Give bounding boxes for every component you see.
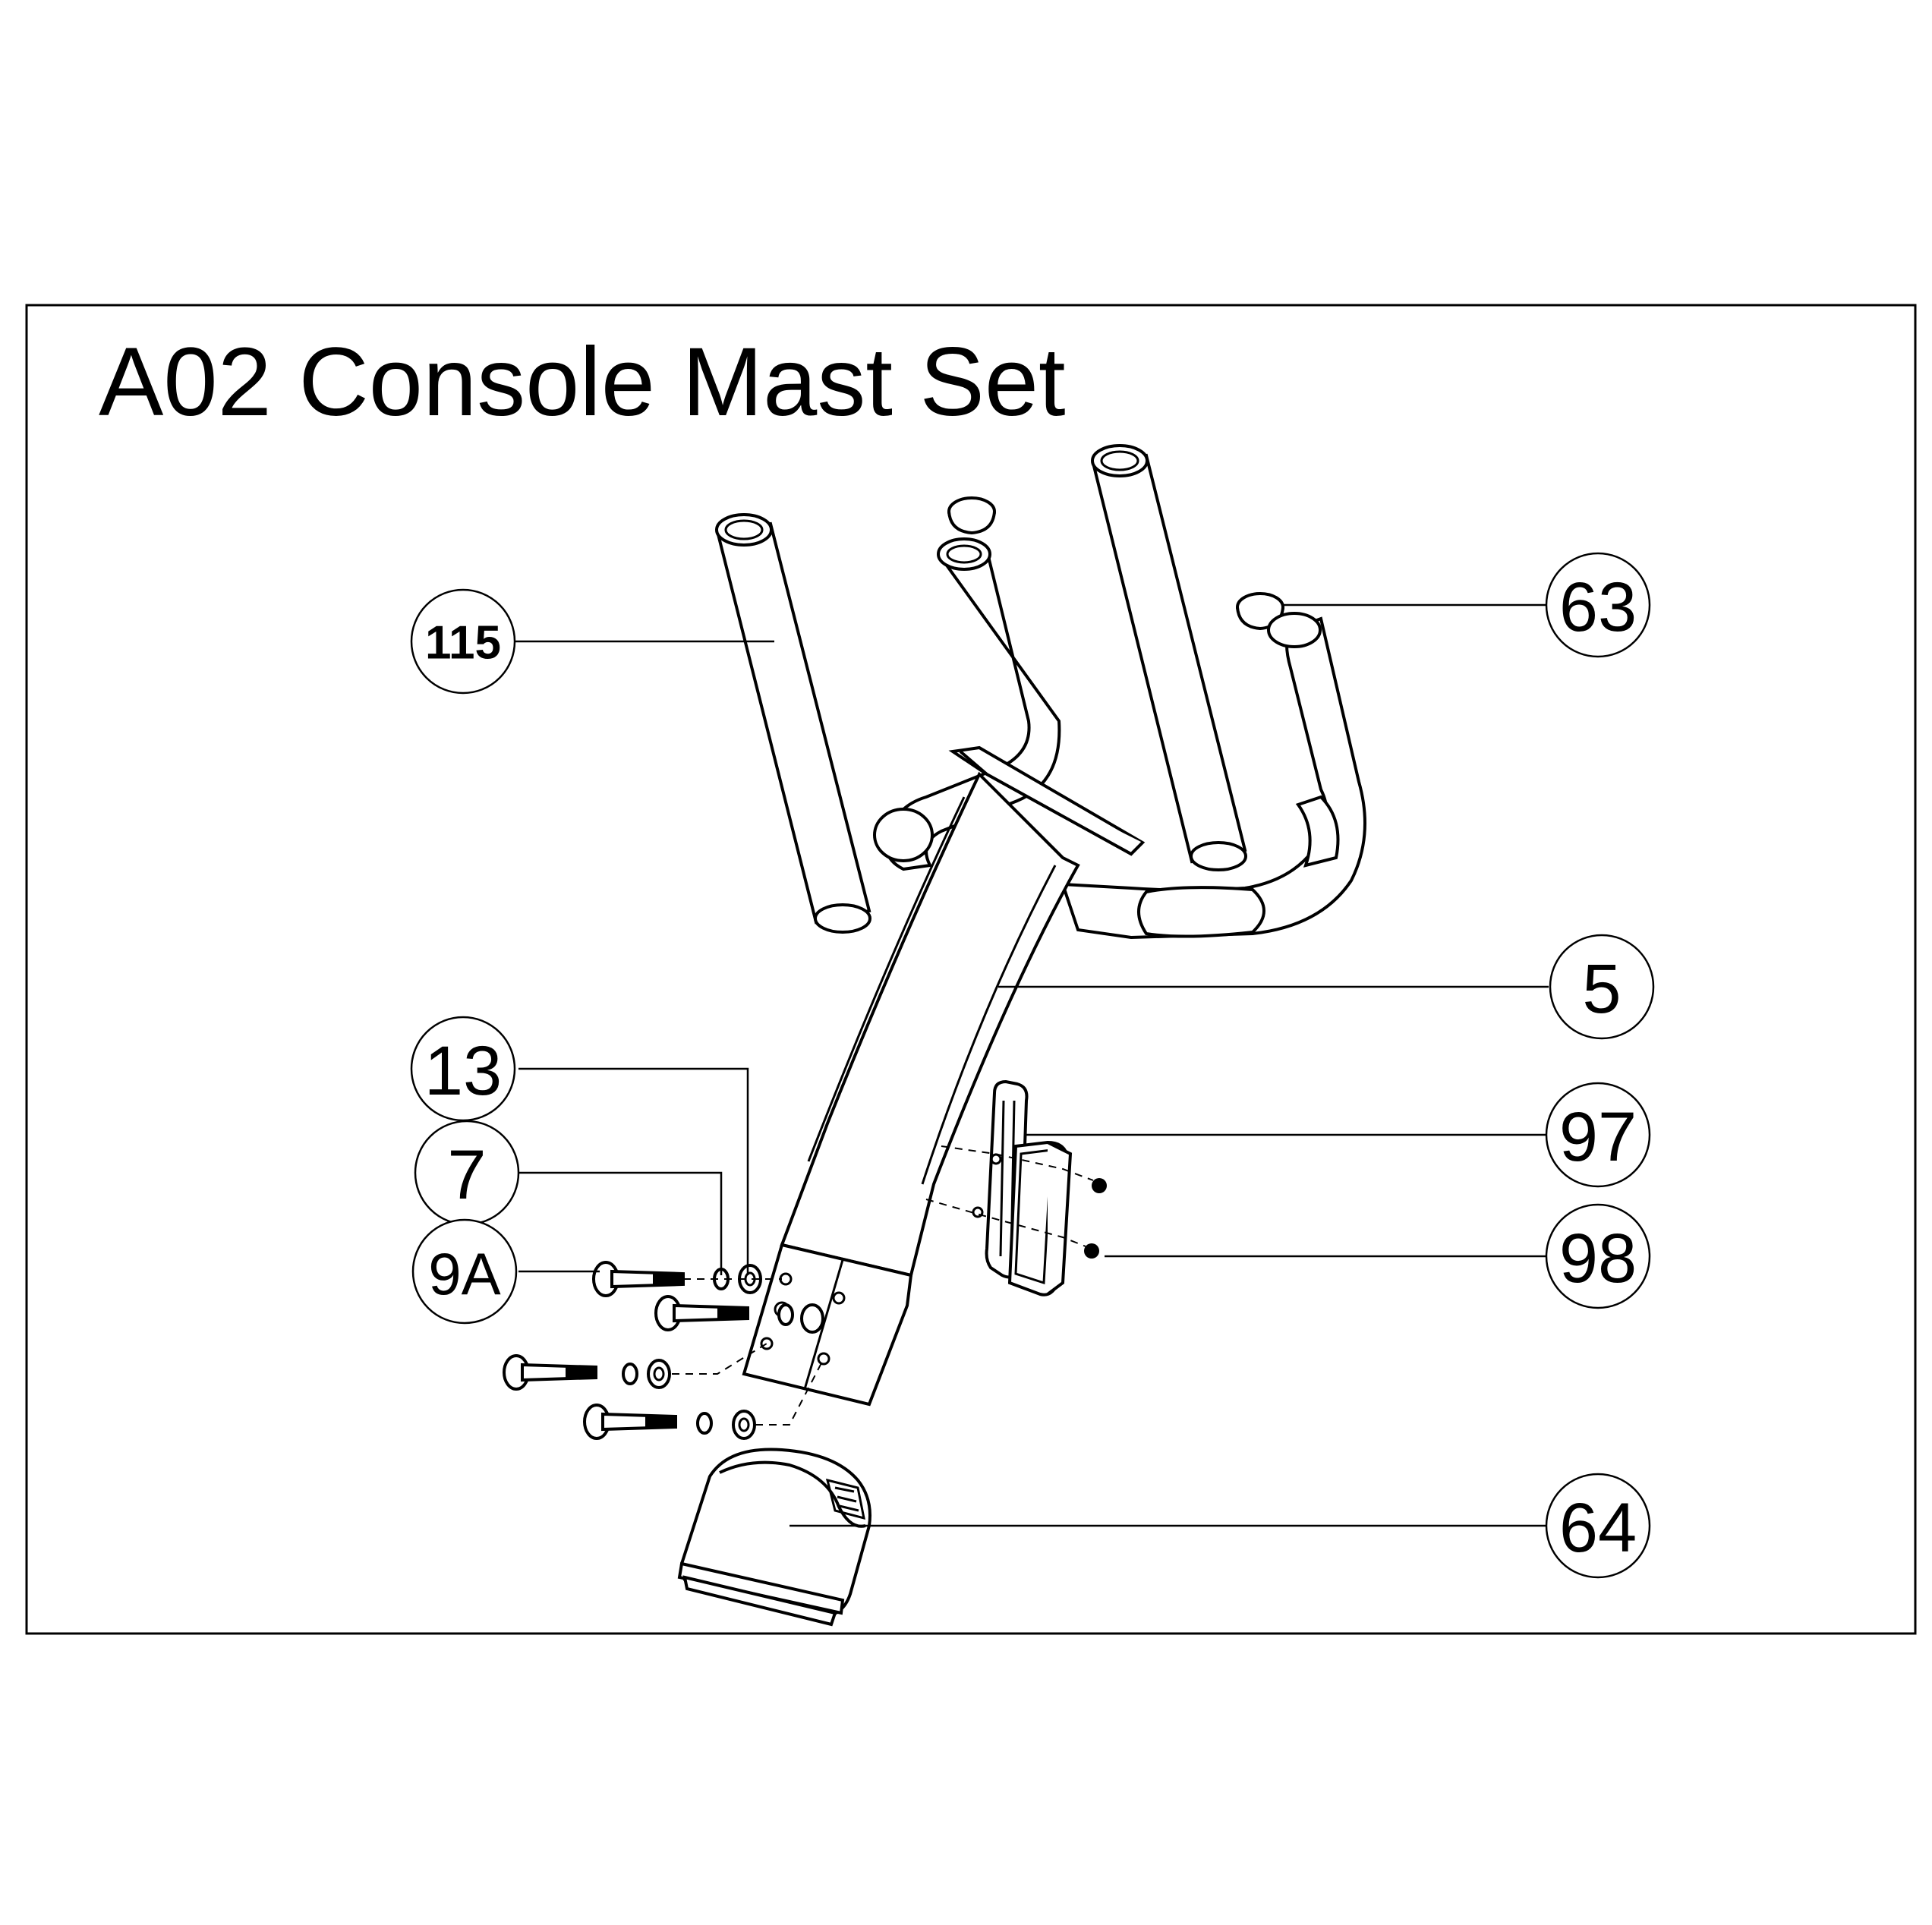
callout-5: 5 xyxy=(1549,934,1655,1040)
callout-97: 97 xyxy=(1545,1082,1651,1188)
leader-lines xyxy=(515,603,1549,1527)
callout-63-label: 63 xyxy=(1559,569,1637,646)
callout-9a-label: 9A xyxy=(428,1240,500,1307)
callout-9a: 9A xyxy=(411,1218,518,1325)
callout-63: 63 xyxy=(1545,552,1651,658)
callout-64-label: 64 xyxy=(1559,1489,1637,1567)
part-63-end-cap xyxy=(947,496,1284,631)
bracket-path-1 xyxy=(941,1145,1094,1181)
callout-5-label: 5 xyxy=(1582,950,1621,1028)
callout-7-label: 7 xyxy=(447,1136,486,1214)
part-64-mast-cover xyxy=(677,1448,871,1627)
part-5-console-mast xyxy=(742,537,1366,1407)
part-9a-bolts xyxy=(503,1261,749,1440)
callout-115-label: 115 xyxy=(425,617,501,669)
bolt-path-3 xyxy=(672,1343,767,1375)
part-97-bracket xyxy=(972,1079,1073,1296)
callout-115: 115 xyxy=(410,588,516,695)
callout-64: 64 xyxy=(1545,1473,1651,1579)
callout-7: 7 xyxy=(414,1120,520,1226)
bracket-path-2 xyxy=(925,1199,1086,1247)
part-115-handle-tube xyxy=(715,513,871,934)
callout-13-label: 13 xyxy=(424,1032,502,1110)
diagram-frame xyxy=(25,304,1917,1635)
handle-tube-right xyxy=(1091,444,1247,871)
part-13-flat-washers xyxy=(647,1264,824,1440)
diagram-title: A02 Console Mast Set xyxy=(99,328,1066,436)
callout-98: 98 xyxy=(1545,1203,1651,1309)
part-7-washers xyxy=(622,1268,794,1435)
callout-97-label: 97 xyxy=(1559,1098,1637,1176)
callout-13: 13 xyxy=(410,1016,516,1122)
bolt-path-4 xyxy=(755,1358,824,1426)
part-98-screws xyxy=(1084,1178,1107,1259)
callout-98-label: 98 xyxy=(1559,1220,1637,1297)
